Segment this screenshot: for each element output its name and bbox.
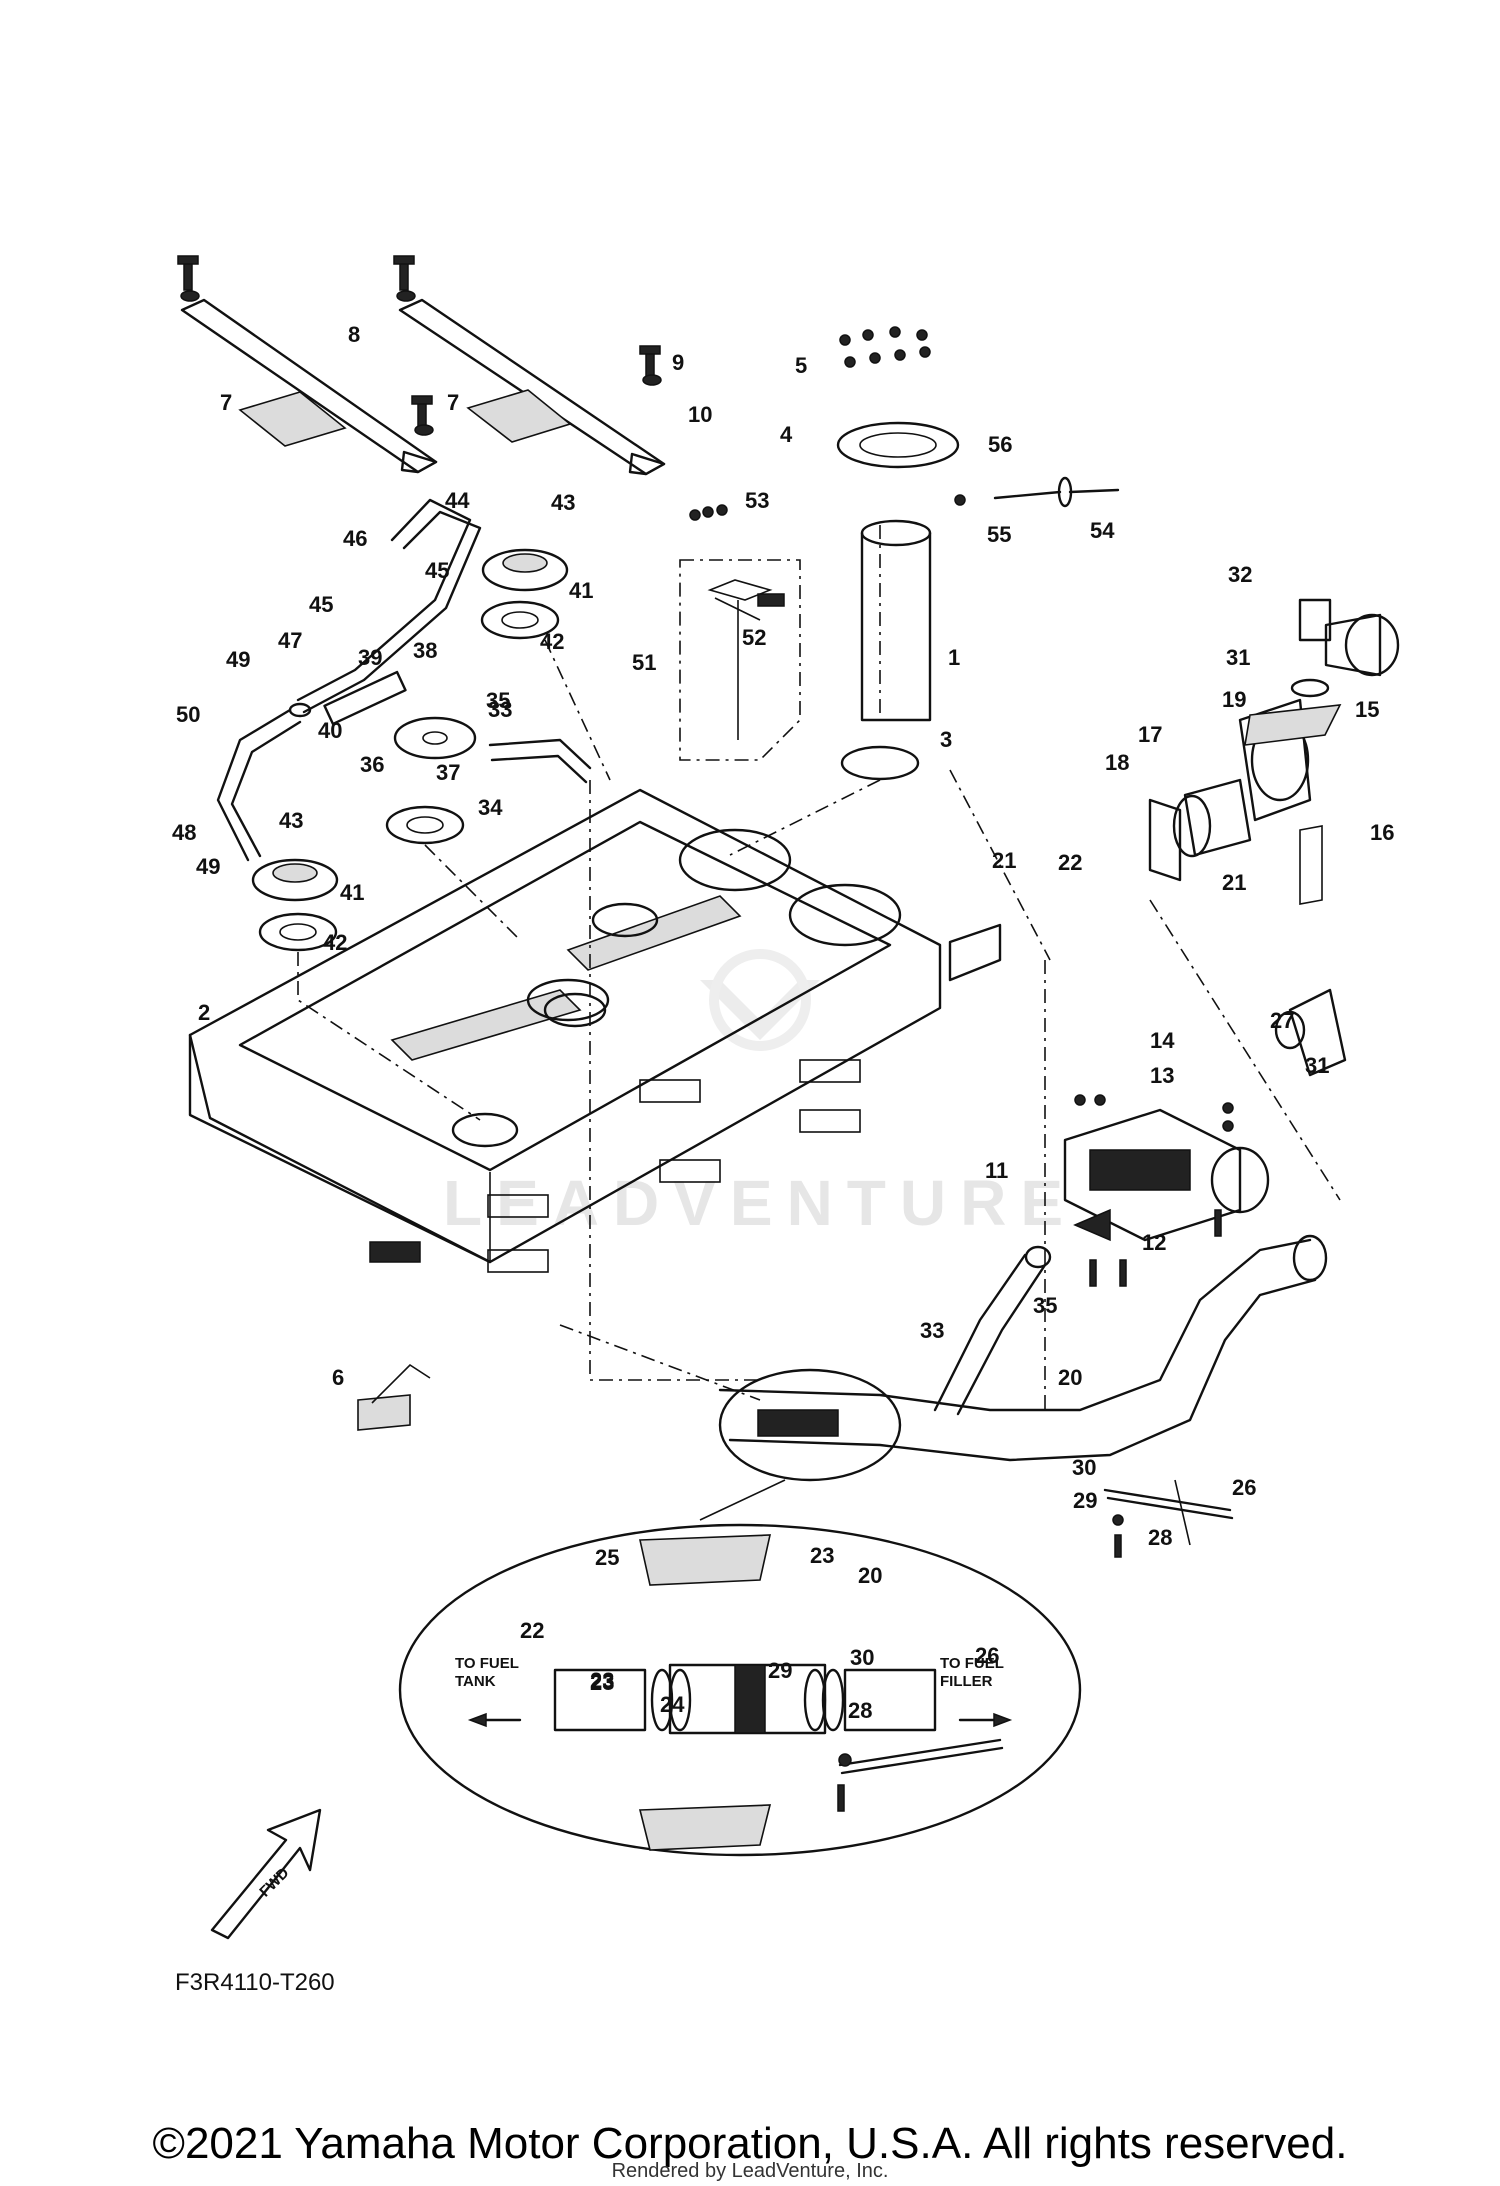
diagram-code: F3R4110-T260 (175, 1969, 335, 1996)
callout-46: 46 (343, 526, 367, 551)
bracket-right (393, 255, 666, 476)
callout-50: 50 (176, 702, 200, 727)
callout-21: 21 (1222, 870, 1246, 895)
watermark-text: LEADVENTURE (443, 1167, 1077, 1239)
fuel-tank (188, 788, 1002, 1431)
callout-44: 44 (445, 488, 470, 513)
fwd-arrow: FWD (210, 1808, 322, 1940)
callout-21: 21 (992, 848, 1016, 873)
callout-43: 43 (551, 490, 575, 515)
callout-36: 36 (360, 752, 384, 777)
callout-52: 52 (742, 625, 766, 650)
callout-26: 26 (975, 1643, 999, 1668)
callout-1: 1 (948, 645, 960, 670)
callout-19: 19 (1222, 687, 1246, 712)
callout-16: 16 (1370, 820, 1394, 845)
callout-29: 29 (1073, 1488, 1097, 1513)
to-fuel-filler-line1: TO FUEL (940, 1655, 1004, 1672)
callout-47: 47 (278, 628, 302, 653)
callout-54: 54 (1090, 518, 1115, 543)
callout-22: 22 (520, 1618, 544, 1643)
callout-49: 49 (226, 647, 250, 672)
callout-23: 23 (810, 1543, 834, 1568)
fuel-hoses (718, 1234, 1328, 1558)
fuel-pump-assembly (836, 326, 1120, 781)
callout-7: 7 (220, 390, 232, 415)
callout-18: 18 (1105, 750, 1129, 775)
callout-29: 29 (768, 1658, 792, 1683)
callout-39: 39 (358, 645, 382, 670)
leadventure-watermark: LEADVENTURE (443, 949, 1077, 1239)
callout-4: 4 (780, 422, 793, 447)
callout-42: 42 (540, 629, 564, 654)
charcoal-canister (1063, 1094, 1270, 1287)
callout-24: 24 (660, 1692, 685, 1717)
fuel-filler-assembly (1148, 598, 1400, 1077)
callout-28: 28 (1148, 1525, 1172, 1550)
callout-23: 23 (590, 1668, 614, 1693)
callout-31: 31 (1226, 645, 1250, 670)
callout-27: 27 (1270, 1008, 1294, 1033)
callout-30: 30 (850, 1645, 874, 1670)
callout-49: 49 (196, 854, 220, 879)
callout-22: 22 (1058, 850, 1082, 875)
callout-15: 15 (1355, 697, 1379, 722)
detail-view: TO FUEL TANK TO FUEL FILLER (398, 1523, 1082, 1857)
callout-33: 33 (488, 697, 512, 722)
to-fuel-tank-line1: TO FUEL (455, 1655, 519, 1672)
callout-10: 10 (688, 402, 712, 427)
callout-35: 35 (1033, 1293, 1057, 1318)
callout-26: 26 (1232, 1475, 1256, 1500)
callout-48: 48 (172, 820, 196, 845)
callout-37: 37 (436, 760, 460, 785)
callout-40: 40 (318, 718, 342, 743)
callout-14: 14 (1150, 1028, 1175, 1053)
callout-25: 25 (595, 1545, 619, 1570)
callout-55: 55 (987, 522, 1011, 547)
callout-33: 33 (920, 1318, 944, 1343)
callout-5: 5 (795, 353, 807, 378)
callout-labels: 1 2 3 4 5 6 7 7 8 9 10 11 12 13 14 15 16… (172, 322, 1394, 1723)
callout-53: 53 (745, 488, 769, 513)
callout-17: 17 (1138, 722, 1162, 747)
callout-41: 41 (340, 880, 364, 905)
callout-31: 31 (1305, 1053, 1329, 1078)
callout-12: 12 (1142, 1230, 1166, 1255)
flanges (251, 548, 610, 1022)
callout-20: 20 (858, 1563, 882, 1588)
leader-lines (297, 525, 1341, 1521)
bracket-left (177, 255, 438, 474)
callout-20: 20 (1058, 1365, 1082, 1390)
callout-11: 11 (985, 1158, 1008, 1183)
callout-2: 2 (198, 1000, 210, 1025)
callout-7: 7 (447, 390, 459, 415)
callout-43: 43 (279, 808, 303, 833)
callout-8: 8 (348, 322, 360, 347)
callout-56: 56 (988, 432, 1012, 457)
callout-32: 32 (1228, 562, 1252, 587)
sender-unit (679, 504, 801, 761)
callout-9: 9 (672, 350, 684, 375)
callout-51: 51 (632, 650, 656, 675)
callout-45: 45 (309, 592, 333, 617)
callout-41: 41 (569, 578, 593, 603)
callout-42: 42 (323, 930, 347, 955)
callout-23: 23 (590, 1670, 614, 1695)
callout-30: 30 (1072, 1455, 1096, 1480)
rendered-by-credit: Rendered by LeadVenture, Inc. (611, 2160, 889, 2182)
to-fuel-tank-line2: TANK (455, 1673, 496, 1690)
callout-13: 13 (1150, 1063, 1174, 1088)
callout-6: 6 (332, 1365, 344, 1390)
callout-35: 35 (486, 688, 510, 713)
callout-3: 3 (940, 727, 952, 752)
callout-28: 28 (848, 1698, 872, 1723)
to-fuel-filler-line2: FILLER (940, 1673, 993, 1690)
callout-45: 45 (425, 558, 449, 583)
copyright-notice: ©2021 Yamaha Motor Corporation, U.S.A. A… (152, 2119, 1348, 2168)
vent-hoses (216, 498, 592, 862)
callout-34: 34 (478, 795, 503, 820)
callout-38: 38 (413, 638, 437, 663)
